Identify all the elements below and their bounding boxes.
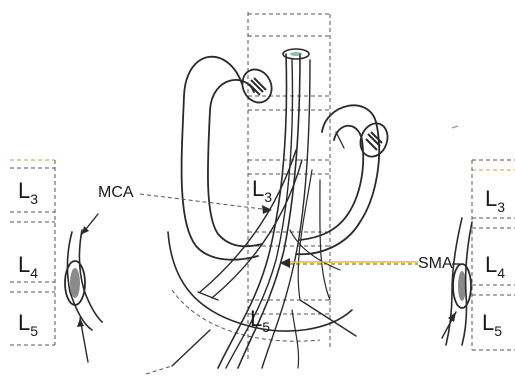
left-l4-label: L4	[18, 252, 38, 281]
central-anatomy: L3 L5	[146, 12, 392, 374]
branch-vessel	[320, 180, 330, 300]
right-spine-inset: L3 L4 L5	[442, 160, 515, 350]
lower-left-arrow-tail	[146, 366, 172, 374]
left-l5-label: L5	[18, 310, 38, 339]
right-l4-label: L4	[485, 252, 505, 281]
mca-arrowhead	[262, 205, 272, 214]
lower-left-arrow	[172, 330, 210, 366]
right-l5-label: L5	[482, 310, 502, 339]
bowel-left-lumen-hatch	[249, 78, 266, 95]
right-vessel-lumen-fill	[458, 271, 466, 301]
mca-leader-line	[140, 194, 270, 210]
center-l3-label: L3	[252, 176, 272, 205]
bowel-right-tag	[336, 132, 344, 148]
branch-vessel	[292, 310, 299, 368]
lower-right-arrow	[300, 300, 356, 336]
center-l5-label: L5	[250, 306, 270, 335]
left-spine-inset: L3 L4 L5	[10, 160, 102, 362]
left-l3-label: L3	[18, 178, 38, 207]
left-vessel-outline	[79, 230, 102, 322]
left-vessel-lumen-fill	[70, 268, 80, 298]
sma-label: SMA	[418, 255, 453, 272]
branch-vessel	[200, 150, 296, 292]
scan-artifact	[452, 126, 458, 128]
right-arrowhead	[448, 312, 456, 322]
mca-callout: MCA	[98, 184, 272, 214]
mca-label: MCA	[98, 184, 134, 201]
sma-callout: SMA	[280, 255, 460, 272]
right-l3-label: L3	[485, 186, 505, 215]
vessel-bundle-top-accent	[290, 52, 302, 56]
bowel-loop-left-inner	[208, 80, 262, 246]
